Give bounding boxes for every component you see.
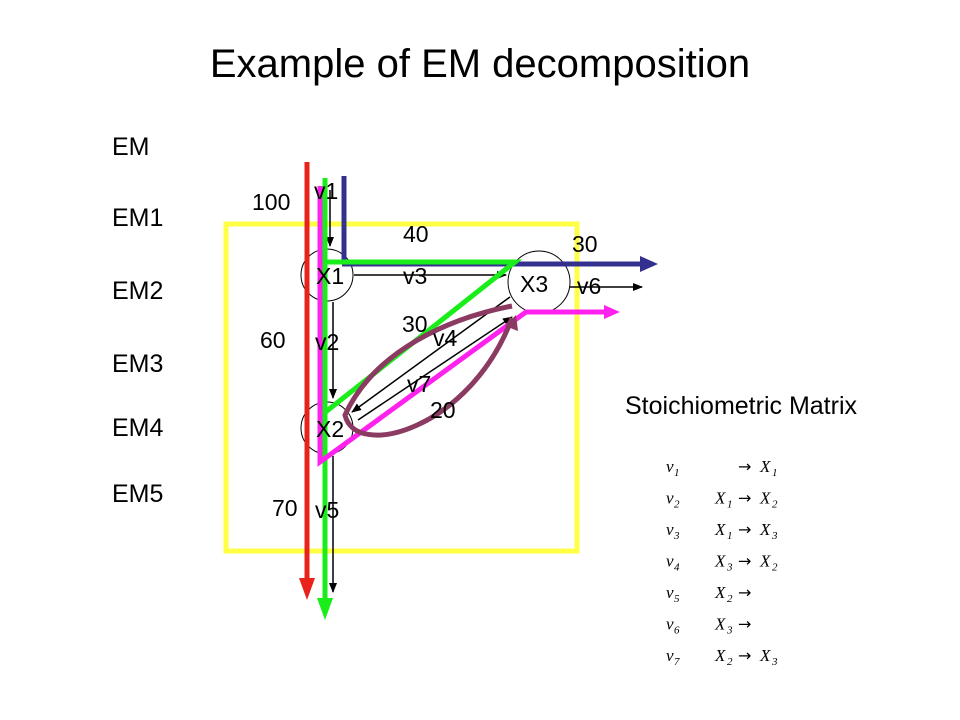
flux-30-v6-label: 30	[572, 231, 598, 257]
em5-label: EM5	[112, 480, 164, 508]
matrix-row-substrate-index: 2	[727, 593, 733, 605]
matrix-row-substrate: X	[714, 646, 726, 665]
matrix-row-reaction-index: 4	[674, 562, 680, 574]
matrix-row-product-index: 2	[772, 499, 778, 511]
matrix-row-reaction-index: 6	[674, 625, 680, 637]
flux-60-label: 60	[260, 327, 286, 353]
em-label: EM	[112, 133, 150, 161]
matrix-row-substrate-index: 3	[726, 562, 733, 574]
matrix-row-substrate-index: 1	[727, 530, 733, 542]
flux-100-label: 100	[252, 189, 290, 215]
magenta-path-line	[317, 186, 606, 467]
matrix-row-reaction: v	[666, 583, 674, 602]
v4-arrow	[351, 296, 511, 413]
plum-cycle-loop	[342, 303, 515, 438]
matrix-row-reaction-index: 7	[674, 656, 680, 668]
matrix-row-reaction: v	[666, 457, 674, 476]
matrix-row-arrow: →	[738, 552, 751, 571]
matrix-row-arrow: →	[738, 646, 751, 665]
matrix-row-substrate: X	[714, 520, 726, 539]
v5-label: v5	[315, 497, 339, 523]
matrix-row-product: X	[759, 489, 771, 508]
em3-label: EM3	[112, 350, 164, 378]
matrix-row-product: X	[759, 520, 771, 539]
matrix-row-substrate-index: 2	[727, 656, 733, 668]
v7-label: v7	[407, 371, 431, 397]
matrix-row-reaction-index: 3	[673, 530, 680, 542]
matrix-row-arrow: →	[738, 583, 751, 602]
v1-label: v1	[314, 178, 338, 204]
matrix-row-product: X	[759, 457, 771, 476]
matrix-row-product-index: 3	[771, 656, 778, 668]
em4-label: EM4	[112, 414, 164, 442]
matrix-row-product-index: 3	[771, 530, 778, 542]
v2-label: v2	[315, 329, 339, 355]
matrix-row-substrate: X	[714, 615, 726, 634]
red-path-arrowhead	[299, 578, 315, 600]
matrix-row-substrate: X	[714, 552, 726, 571]
flux-30-v4-label: 30	[402, 311, 428, 337]
navy-path-arrowhead	[640, 256, 658, 272]
flux-40-label: 40	[403, 221, 429, 247]
em2-label: EM2	[112, 277, 164, 305]
x3-node-label: X3	[520, 271, 548, 297]
x1-node-label: X1	[316, 263, 344, 289]
v7-arrow	[357, 316, 513, 421]
v6-label: v6	[577, 273, 601, 299]
stoichiometric-matrix-heading: Stoichiometric Matrix	[625, 392, 857, 420]
matrix-row-arrow: →	[738, 489, 751, 508]
matrix-row-arrow: →	[738, 520, 751, 539]
matrix-row-reaction-index: 1	[674, 467, 680, 479]
matrix-row-substrate-index: 3	[726, 625, 733, 637]
flux-20-label: 20	[430, 397, 456, 423]
matrix-row-reaction: v	[666, 615, 674, 634]
matrix-row-reaction-index: 2	[674, 499, 680, 511]
matrix-row-substrate-index: 1	[727, 499, 733, 511]
matrix-row-substrate: X	[714, 583, 726, 602]
matrix-row-product: X	[759, 646, 771, 665]
magenta-path-arrowhead	[604, 305, 620, 319]
flux-70-label: 70	[272, 495, 298, 521]
matrix-row-reaction: v	[666, 489, 674, 508]
matrix-row-reaction: v	[666, 520, 674, 539]
matrix-row-reaction: v	[666, 646, 674, 665]
matrix-row-product-index: 2	[772, 562, 778, 574]
matrix-row-reaction-index: 5	[674, 593, 680, 605]
em1-label: EM1	[112, 204, 164, 232]
yellow-box	[223, 221, 580, 554]
matrix-row-arrow: →	[738, 615, 751, 634]
slide-title: Example of EM decomposition	[209, 42, 751, 86]
matrix-row-product: X	[759, 552, 771, 571]
x2-node-label: X2	[316, 416, 344, 442]
green-path-arrowhead	[317, 598, 333, 620]
matrix-row-substrate: X	[714, 489, 726, 508]
plum-cycle-arrowhead	[505, 315, 518, 331]
matrix-row-product-index: 1	[772, 467, 778, 479]
matrix-row-arrow: →	[738, 457, 751, 476]
matrix-row-reaction: v	[666, 552, 674, 571]
v4-label: v4	[433, 325, 458, 351]
v3-label: v3	[403, 263, 427, 289]
